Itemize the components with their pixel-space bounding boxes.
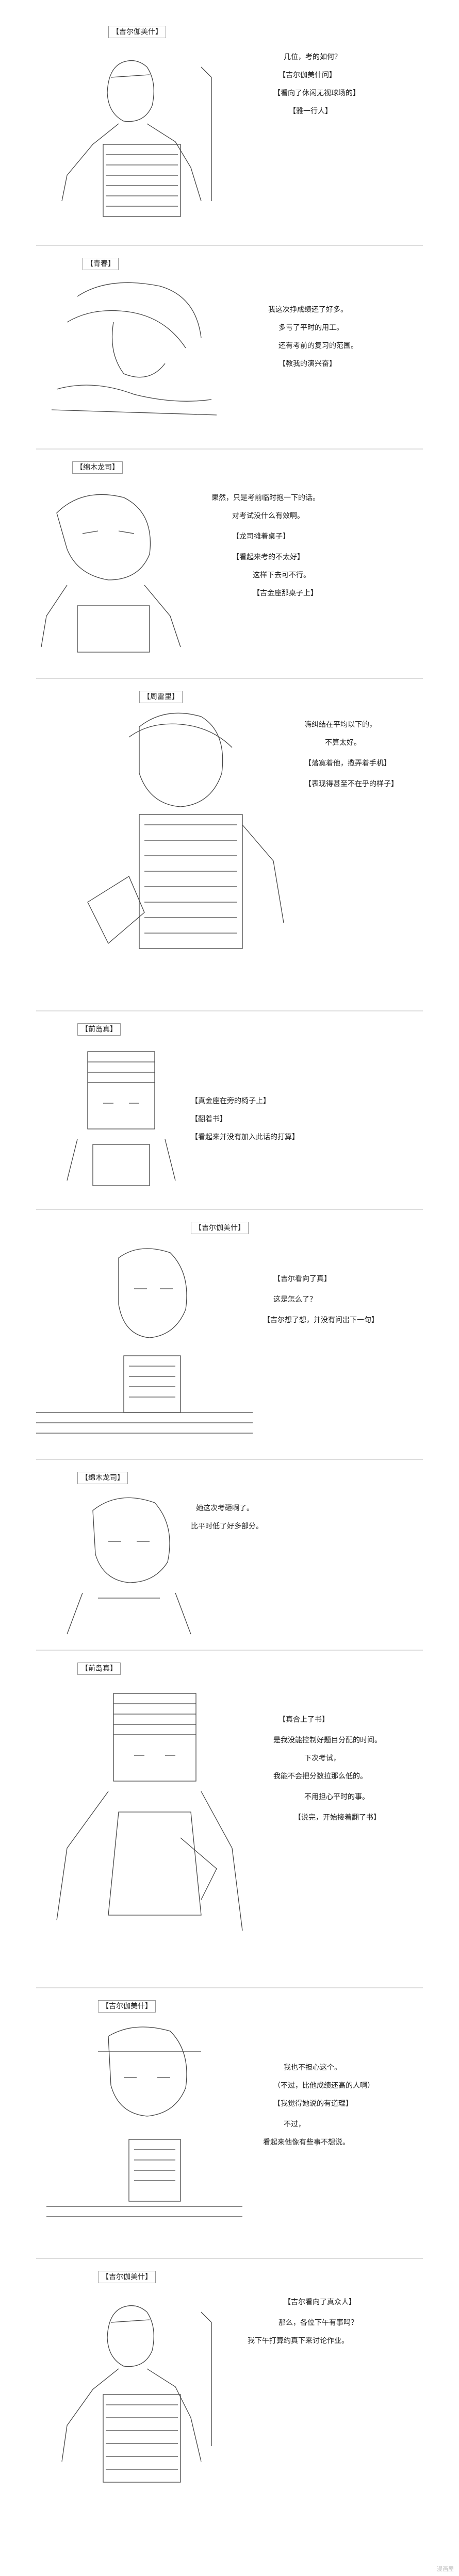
- dialogue-line: 【落寞着他，揽弄着手机】: [304, 759, 391, 768]
- dialogue-line: 她这次考砸啊了。: [196, 1504, 254, 1513]
- character-figure: [36, 1248, 253, 1434]
- panel-5: 【前岛真】 【真金座在旁的椅子上】 【翻着书】 【看起来并没有加入此话的打算】: [36, 1013, 423, 1210]
- speaker-tag: 【周雷里】: [139, 691, 183, 703]
- dialogue-line: 我能不会把分数拉那么低的。: [273, 1772, 367, 1781]
- speaker-tag: 【前岛真】: [77, 1663, 121, 1675]
- dialogue-line: 还有考前的复习的范围。: [278, 342, 358, 350]
- speaker-tag: 【吉尔伽美什】: [98, 2271, 156, 2283]
- dialogue-line: 【看起来考的不太好】: [232, 553, 304, 561]
- panel-3: 【绵木龙司】 果然，只是考前临时抱一下的话。 对考试没什么有效啊。 【龙司摊着桌…: [36, 451, 423, 679]
- speaker-tag: 【吉尔伽美什】: [98, 2000, 156, 2013]
- dialogue-line: 我下午打算约真下来讨论作业。: [248, 2337, 349, 2345]
- character-figure: [41, 494, 181, 653]
- dialogue-line: 这样下去可不行。: [253, 571, 310, 579]
- character-figure: [67, 1051, 176, 1186]
- dialogue-line: 【吉尔伽美什问】: [278, 71, 336, 79]
- dialogue-line: 【说完，开始接着翻了书】: [294, 1814, 381, 1822]
- dialogue-line: 不算太好。: [325, 739, 361, 747]
- speaker-tag: 【前岛真】: [77, 1023, 121, 1036]
- panel-6: 【吉尔伽美什】 【吉尔看向了真】 这是怎么了？ 【吉尔想了想，并没有问出下一句】: [36, 1211, 423, 1460]
- dialogue-line: 【龙司摊着桌子】: [232, 533, 290, 541]
- character-figure: [46, 2026, 242, 2217]
- character-figure: [67, 1497, 191, 1635]
- dialogue-line: 不过，: [284, 2120, 305, 2129]
- dialogue-line: 果然，只是考前临时抱一下的话。: [211, 494, 320, 502]
- dialogue-line: （不过，比他成绩还高的人啊）: [273, 2082, 374, 2090]
- dialogue-line: 不用担心平时的事。: [304, 1793, 369, 1801]
- character-figure: [61, 60, 212, 217]
- panel-2: 【青春】 我这次挣成绩还了好多。 多亏了平时的用工。 还有考前的复习的范围。 【…: [36, 247, 423, 450]
- panel-7: 【绵木龙司】 她这次考砸啊了。 比平时低了好多部分。: [36, 1461, 423, 1651]
- character-figure: [56, 1693, 243, 1931]
- speaker-tag: 【绵木龙司】: [72, 461, 123, 474]
- dialogue-line: 我也不担心这个。: [284, 2064, 341, 2072]
- dialogue-line: 下次考试，: [304, 1754, 340, 1763]
- dialogue-line: 那么，各位下午有事吗？: [278, 2319, 358, 2327]
- dialogue-line: 【吉金座那桌子上】: [253, 589, 318, 597]
- dialogue-line: 我这次挣成绩还了好多。: [268, 306, 348, 314]
- dialogue-line: 【真合上了书】: [278, 1716, 329, 1724]
- dialogue-line: 【表现得甚至不在乎的样子】: [304, 780, 398, 788]
- dialogue-line: 【吉尔想了想，并没有问出下一句】: [263, 1316, 379, 1324]
- dialogue-line: 【吉尔看向了真】: [273, 1275, 331, 1283]
- panel-9: 【吉尔伽美什】 我也不担心这个。 （不过，比他成绩还高的人啊） 【我觉得她说的有…: [36, 1990, 423, 2259]
- dialogue-line: 【教我的演兴奋】: [278, 360, 336, 368]
- dialogue-line: 【看起来并没有加入此话的打算】: [191, 1133, 299, 1141]
- dialogue-line: 几位，考的如何？: [284, 53, 341, 61]
- dialogue-line: 这是怎么了？: [273, 1295, 317, 1304]
- dialogue-line: 是我没能控制好题目分配的时间。: [273, 1736, 382, 1744]
- dialogue-line: 【真金座在旁的椅子上】: [191, 1097, 270, 1105]
- watermark: 漫画屋: [437, 2566, 454, 2572]
- speaker-tag: 【绵木龙司】: [77, 1472, 128, 1484]
- panel-1: 【吉尔伽美什】 几位，考的如何？ 【吉尔伽美什问】 【看向了休闲无视球场的】 【…: [36, 10, 423, 246]
- speaker-tag: 【青春】: [83, 258, 119, 270]
- speaker-tag: 【吉尔伽美什】: [191, 1222, 249, 1234]
- dialogue-line: 看起来他像有些事不想说。: [263, 2138, 350, 2147]
- dialogue-line: 【雅一行人】: [289, 107, 332, 115]
- dialogue-line: 嗨纠结在平均以下的，: [304, 721, 376, 729]
- dialogue-line: 【吉尔看向了真众人】: [284, 2298, 356, 2306]
- dialogue-line: 【翻着书】: [191, 1115, 227, 1123]
- character-figure: [51, 282, 217, 416]
- dialogue-line: 【看向了休闲无视球场的】: [273, 89, 360, 97]
- speaker-tag: 【吉尔伽美什】: [108, 26, 166, 38]
- dialogue-line: 比平时低了好多部分。: [191, 1522, 263, 1531]
- dialogue-line: 多亏了平时的用工。: [278, 324, 343, 332]
- panel-8: 【前岛真】 【真合上了书】 是我没能控制好题目分配的时间。 下次考试， 我能不会…: [36, 1652, 423, 1988]
- panel-10: 【吉尔伽美什】 【吉尔看向了真众人】 那么，各位下午有事吗？ 我下午打算约真下来…: [36, 2261, 423, 2549]
- character-figure: [61, 2305, 212, 2483]
- character-figure: [87, 712, 284, 949]
- dialogue-line: 【我觉得她说的有道理】: [273, 2100, 353, 2108]
- dialogue-line: 对考试没什么有效啊。: [232, 512, 304, 520]
- panel-4: 【周雷里】 嗨纠结在平均以下的， 不算太好。 【落寞着他，揽弄着手机】 【表现得…: [36, 680, 423, 1011]
